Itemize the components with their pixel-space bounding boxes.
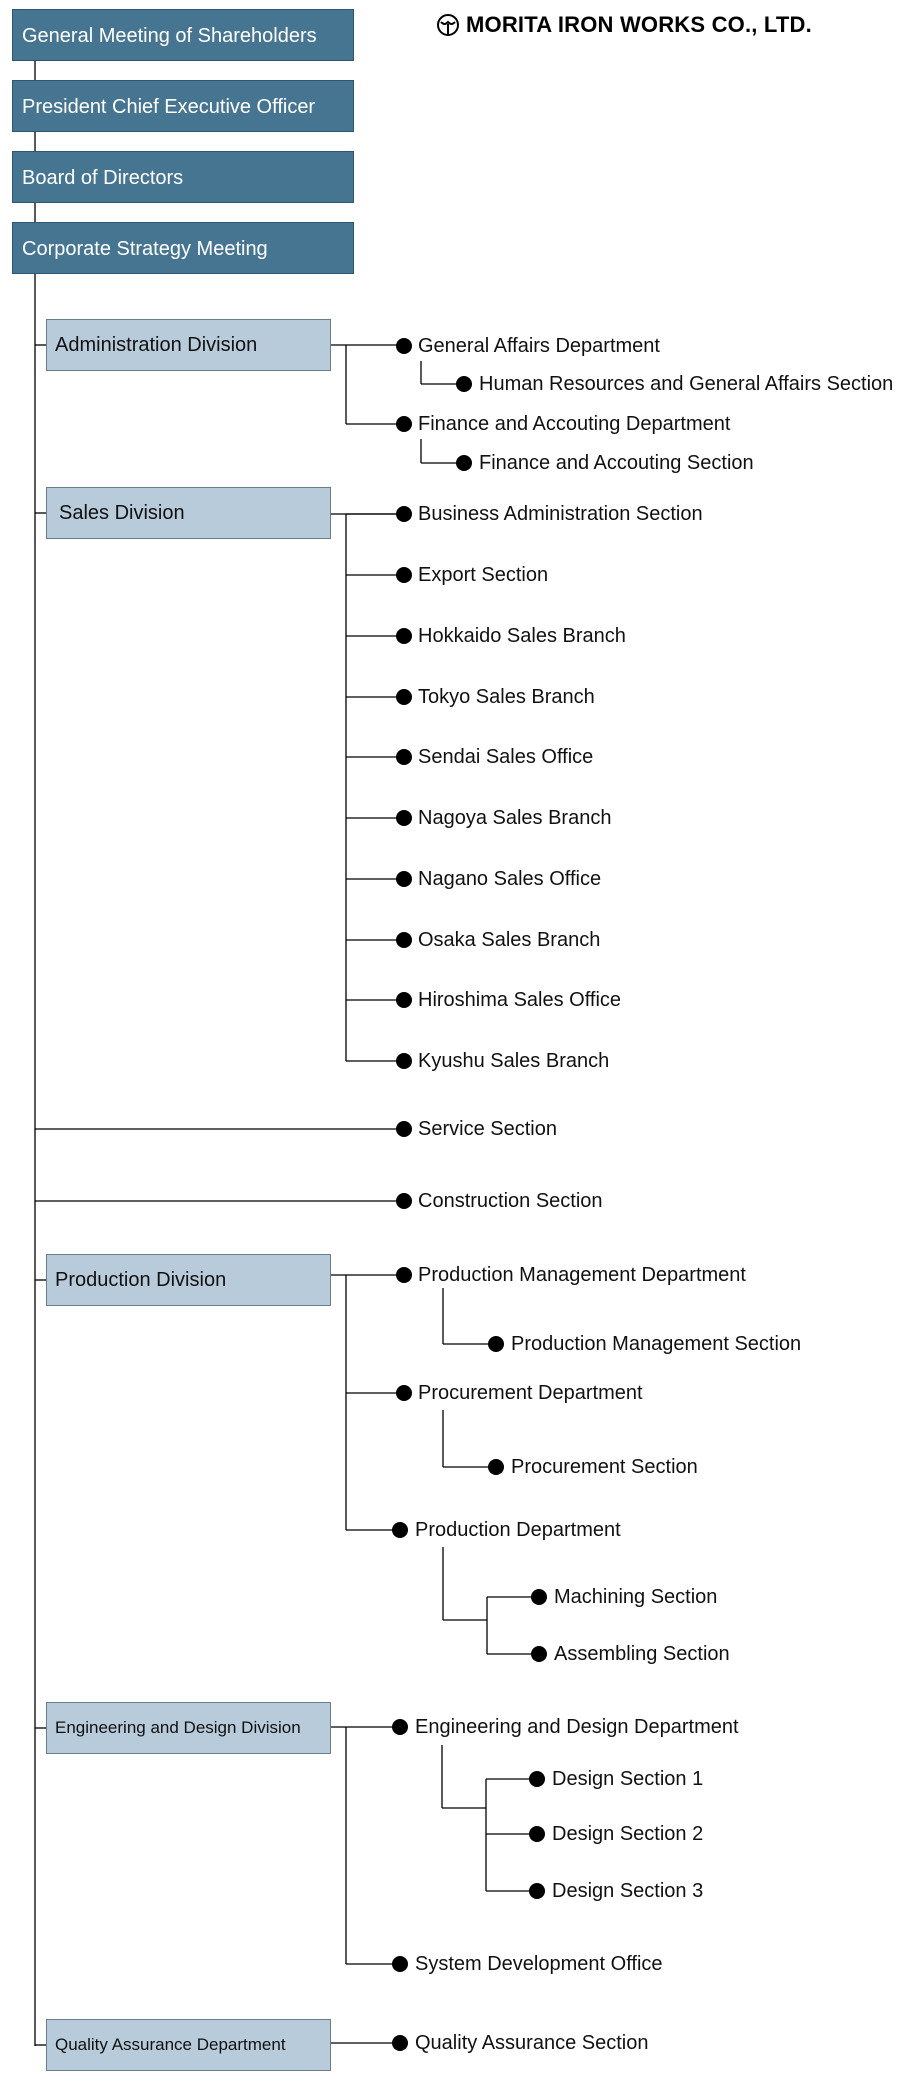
node-dot (488, 1336, 504, 1352)
node-dot (529, 1771, 545, 1787)
node-sendai: Sendai Sales Office (418, 746, 594, 768)
division-quality-assurance: Quality Assurance Department (46, 2019, 331, 2071)
node-hr-general-affairs-section: Human Resources and General Affairs Sect… (479, 373, 894, 395)
node-dot (396, 338, 412, 354)
node-osaka: Osaka Sales Branch (418, 929, 601, 951)
node-finance-dept: Finance and Accouting Department (418, 413, 731, 435)
node-dot (531, 1646, 547, 1662)
node-dot (396, 871, 412, 887)
top-box-shareholders: General Meeting of Shareholders (12, 9, 354, 61)
node-dot (396, 932, 412, 948)
node-dot (531, 1589, 547, 1605)
top-box-board: Board of Directors (12, 151, 354, 203)
node-dot (396, 567, 412, 583)
node-general-affairs-dept: General Affairs Department (418, 335, 660, 357)
node-finance-section: Finance and Accouting Section (479, 452, 754, 474)
node-assembling-section: Assembling Section (554, 1643, 730, 1665)
node-dot (396, 810, 412, 826)
node-dot (396, 506, 412, 522)
node-dot (488, 1459, 504, 1475)
node-dot (396, 416, 412, 432)
node-dot (396, 628, 412, 644)
node-design-section-1: Design Section 1 (552, 1768, 704, 1790)
node-kyushu: Kyushu Sales Branch (418, 1050, 610, 1072)
node-dot (529, 1826, 545, 1842)
node-engineering-dept: Engineering and Design Department (415, 1716, 739, 1738)
node-dot (456, 455, 472, 471)
company-name: MORITA IRON WORKS CO., LTD. (466, 12, 812, 37)
node-dot (396, 749, 412, 765)
node-service-section: Service Section (418, 1118, 557, 1140)
node-dot (396, 1053, 412, 1069)
top-box-strategy: Corporate Strategy Meeting (12, 222, 354, 274)
node-system-development-office: System Development Office (415, 1953, 663, 1975)
node-dot (392, 1956, 408, 1972)
node-construction-section: Construction Section (418, 1190, 603, 1212)
node-dot (456, 376, 472, 392)
node-dot (396, 1121, 412, 1137)
company-logo: MORITA IRON WORKS CO., LTD. (436, 10, 812, 40)
node-dot (396, 689, 412, 705)
node-design-section-2: Design Section 2 (552, 1823, 704, 1845)
node-dot (396, 1267, 412, 1283)
node-nagano: Nagano Sales Office (418, 868, 602, 890)
node-dot (392, 1522, 408, 1538)
node-design-section-3: Design Section 3 (552, 1880, 704, 1902)
node-dot (396, 1193, 412, 1209)
division-sales: Sales Division (46, 487, 331, 539)
node-export: Export Section (418, 564, 549, 586)
division-engineering: Engineering and Design Division (46, 1702, 331, 1754)
node-dot (396, 1385, 412, 1401)
node-dot (392, 1719, 408, 1735)
morita-logo-icon (437, 14, 459, 36)
node-production-management-section: Production Management Section (511, 1333, 802, 1355)
node-dot (396, 992, 412, 1008)
top-box-ceo: President Chief Executive Officer (12, 80, 354, 132)
node-production-management-dept: Production Management Department (418, 1264, 746, 1286)
node-quality-assurance-section: Quality Assurance Section (415, 2032, 649, 2054)
node-production-dept: Production Department (415, 1519, 621, 1541)
division-administration: Administration Division (46, 319, 331, 371)
node-dot (392, 2035, 408, 2051)
node-tokyo: Tokyo Sales Branch (418, 686, 595, 708)
node-hokkaido: Hokkaido Sales Branch (418, 625, 626, 647)
node-machining-section: Machining Section (554, 1586, 718, 1608)
node-dot (529, 1883, 545, 1899)
division-production: Production Division (46, 1254, 331, 1306)
node-hiroshima: Hiroshima Sales Office (418, 989, 622, 1011)
node-procurement-section: Procurement Section (511, 1456, 698, 1478)
node-business-administration: Business Administration Section (418, 503, 703, 525)
node-procurement-dept: Procurement Department (418, 1382, 643, 1404)
node-nagoya: Nagoya Sales Branch (418, 807, 612, 829)
